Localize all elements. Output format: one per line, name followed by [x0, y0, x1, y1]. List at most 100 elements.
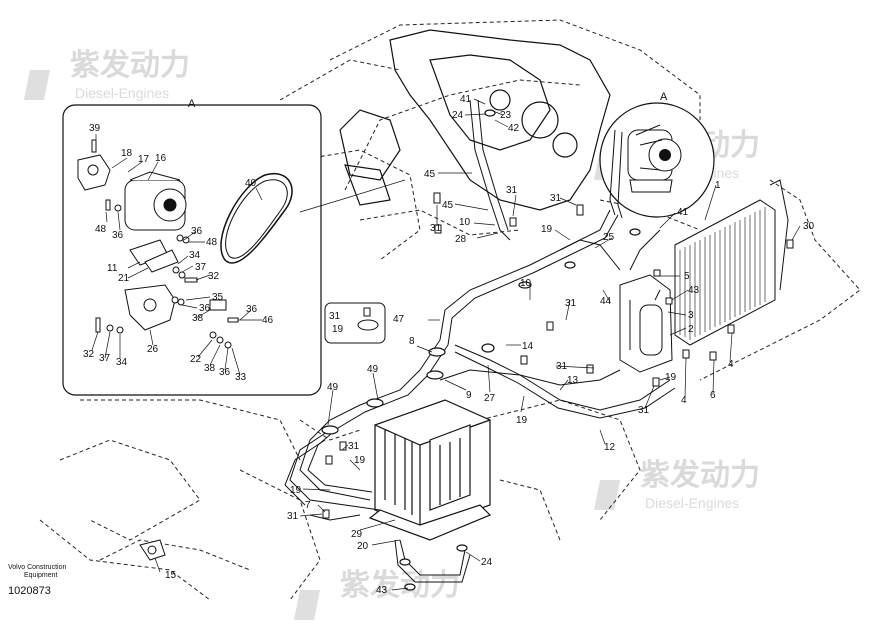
callout: 19: [516, 415, 528, 426]
callout: 36: [219, 367, 231, 378]
brand-line-2: Equipment: [24, 572, 58, 579]
callout: 5: [684, 271, 690, 282]
engine-block: [339, 29, 611, 211]
callout: 43: [688, 285, 700, 296]
callout: 19: [332, 324, 344, 335]
callout: 32: [208, 271, 220, 282]
callout: 25: [603, 232, 615, 243]
callout: 31: [556, 361, 568, 372]
callout: 7: [305, 500, 311, 511]
leader-lines: [91, 98, 801, 591]
callout: 8: [409, 336, 415, 347]
callout: 20: [357, 541, 369, 552]
watermark-en: Diesel-Engines: [645, 495, 739, 511]
callout: 13: [567, 375, 579, 386]
watermark-cn: 紫发动力: [340, 569, 460, 602]
callout: 24: [452, 110, 464, 121]
callout: 36: [191, 226, 203, 237]
callout: 17: [138, 154, 150, 165]
callout: 47: [393, 314, 405, 325]
callout: 40: [245, 178, 257, 189]
callout: 29: [351, 529, 363, 540]
callout: 19: [541, 224, 553, 235]
callout: 41: [677, 207, 689, 218]
detail-box-31-19: [324, 302, 386, 344]
callout: 35: [212, 292, 224, 303]
callout: 31: [565, 298, 577, 309]
callout: 39: [89, 123, 101, 134]
callout: 10: [459, 217, 471, 228]
callout: 49: [327, 382, 339, 393]
callout: 30: [803, 221, 815, 232]
callout: 31: [430, 223, 442, 234]
bracket-15: [139, 539, 166, 561]
callout: 46: [262, 315, 274, 326]
inset-detail-tag: A: [188, 98, 196, 110]
callout: 12: [604, 442, 616, 453]
callout: 38: [192, 313, 204, 324]
callout: 16: [155, 153, 167, 164]
callout: 19: [354, 455, 366, 466]
callout: 49: [367, 364, 379, 375]
callout: 22: [190, 354, 202, 365]
callout: 37: [195, 262, 207, 273]
callouts-inset: 39 18 17 16 48 36 36 48 11 21 34 37 32 3…: [83, 98, 274, 383]
callout: 3: [688, 310, 694, 321]
callout: 24: [481, 557, 493, 568]
callout: 10: [520, 278, 532, 289]
callout: 31: [506, 185, 518, 196]
evaporator-unit: [368, 399, 492, 541]
callout: 21: [118, 273, 130, 284]
callout: 9: [466, 390, 472, 401]
callout: 19: [665, 372, 677, 383]
condenser: [674, 179, 789, 346]
callout: 4: [728, 359, 734, 370]
receiver-drier: [619, 274, 673, 373]
callout: 14: [522, 341, 534, 352]
brand-line-1: Volvo Construction: [8, 564, 67, 571]
watermark-cn: 紫发动力: [70, 49, 190, 82]
callout: 23: [500, 110, 512, 121]
hose-clamps: [321, 109, 641, 591]
callout: 33: [235, 372, 247, 383]
callout: 36: [112, 230, 124, 241]
callout: 38: [204, 363, 216, 374]
callout: 31: [287, 511, 299, 522]
callout: 6: [710, 390, 716, 401]
machine-frame-outline: [39, 19, 861, 601]
callout: 28: [455, 234, 467, 245]
watermark-cn: 紫发动力: [640, 459, 760, 492]
inset-detail-a: [62, 104, 322, 396]
callout: 43: [376, 585, 388, 596]
callout: 48: [95, 224, 107, 235]
detail-a-circle: [599, 102, 715, 218]
callout: 44: [600, 296, 612, 307]
callout: 4: [681, 395, 687, 406]
drawing-number: 1020873: [8, 585, 51, 597]
callout: 32: [83, 349, 95, 360]
callout: 36: [246, 304, 258, 315]
watermark-en: Diesel-Engines: [75, 85, 169, 101]
callout: 31: [638, 405, 650, 416]
detail-a-tag: A: [660, 91, 668, 103]
callout: 15: [165, 570, 177, 581]
callout: 45: [442, 200, 454, 211]
brand-label: Volvo Construction Equipment: [8, 564, 88, 580]
callout: 31: [329, 311, 341, 322]
callout: 31: [550, 193, 562, 204]
callout: 45: [424, 169, 436, 180]
callout: 37: [99, 353, 111, 364]
callout: 2: [688, 324, 694, 335]
callout: 41: [460, 94, 472, 105]
callout: 36: [199, 303, 211, 314]
callout: 34: [116, 357, 128, 368]
callout: 26: [147, 344, 159, 355]
callout: 19: [290, 485, 302, 496]
callout: 1: [715, 180, 721, 191]
callouts-main: 41 24 23 42 45 45 31 31 10 28 31 19 25 4…: [165, 94, 815, 596]
refrigerant-hoses: [284, 99, 676, 583]
callout: 27: [484, 393, 496, 404]
callout: 42: [508, 123, 520, 134]
callout: 11: [107, 263, 118, 274]
